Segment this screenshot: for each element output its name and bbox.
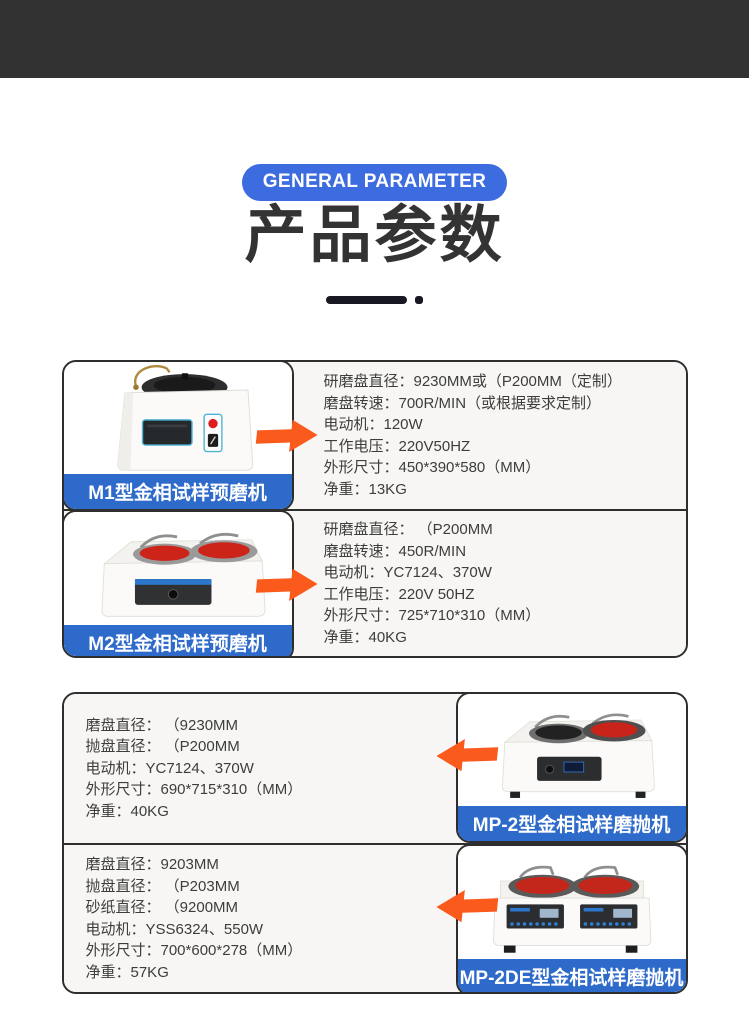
arrow-right-icon <box>255 568 318 602</box>
spec-line: 净重：57KG <box>85 963 169 981</box>
product-row-m2: M2型金相试样预磨机 研磨盘直径： （P200MM 磨盘转速：450R/MIN … <box>63 509 686 657</box>
arrow-left-icon <box>435 890 498 923</box>
m1-spec-list: 研磨盘直径：9230MM或（P200MM（定制） 磨盘转速：700R/MIN（或… <box>293 362 686 510</box>
spec-line: 抛盘直径： （P203MM <box>85 877 240 895</box>
m2-label: M2型金相试样预磨机 <box>63 625 292 657</box>
spec-line: 电动机：120W <box>323 416 423 434</box>
product-row-mp2de: 磨盘直径：9203MM 抛盘直径： （P203MM 砂纸直径： （9200MM … <box>63 843 686 993</box>
section-badge: GENERAL PARAMETER <box>241 164 508 201</box>
mp2-spec-list: 磨盘直径： （9230MM 抛盘直径： （P200MM 电动机：YC7124、3… <box>63 694 456 844</box>
spec-line: 电动机：YC7124、370W <box>85 759 254 777</box>
product-row-m1: M1型金相试样预磨机 研磨盘直径：9230MM或（P200MM（定制） 磨盘转速… <box>63 362 686 512</box>
spec-line: 抛盘直径： （P200MM <box>85 738 240 756</box>
spec-line: 工作电压：220V 50HZ <box>323 585 475 603</box>
arrow-right-icon <box>255 419 318 453</box>
spec-line: 研磨盘直径： （P200MM <box>323 520 493 538</box>
spec-line: 净重：13KG <box>323 480 407 498</box>
m1-image-cell: M1型金相试样预磨机 <box>63 362 294 512</box>
spec-line: 净重：40KG <box>323 628 407 646</box>
m1-machine-image <box>63 362 292 475</box>
spec-line: 研磨盘直径：9230MM或（P200MM（定制） <box>323 372 622 390</box>
mp2de-spec-list: 磨盘直径：9203MM 抛盘直径： （P203MM 砂纸直径： （9200MM … <box>63 845 456 993</box>
spec-line: 外形尺寸：725*710*310（MM） <box>323 607 541 625</box>
spec-line: 磨盘直径： （9230MM <box>85 716 239 734</box>
spec-line: 外形尺寸：450*390*580（MM） <box>323 459 541 477</box>
spec-line: 电动机：YSS6324、550W <box>85 920 264 938</box>
spec-line: 外形尺寸：700*600*278（MM） <box>85 942 303 960</box>
spec-line: 工作电压：220V50HZ <box>323 437 471 455</box>
product-row-mp2: 磨盘直径： （9230MM 抛盘直径： （P200MM 电动机：YC7124、3… <box>63 694 686 844</box>
m1-label: M1型金相试样预磨机 <box>63 474 292 510</box>
divider-dot-icon <box>415 296 423 305</box>
m2-image-cell: M2型金相试样预磨机 <box>63 510 294 657</box>
title-divider <box>0 296 749 305</box>
spec-line: 电动机：YC7124、370W <box>323 564 492 582</box>
page-title: 产品参数 <box>244 201 505 270</box>
top-banner <box>0 0 749 78</box>
divider-bar-icon <box>326 296 407 305</box>
spec-line: 砂纸直径： （9200MM <box>85 899 239 917</box>
spec-line: 外形尺寸：690*715*310（MM） <box>85 781 303 799</box>
m2-machine-image <box>63 512 292 626</box>
spec-line: 磨盘转速：450R/MIN <box>323 542 467 560</box>
mp2-label: MP-2型金相试样磨抛机 <box>457 806 686 842</box>
mp2de-label: MP-2DE型金相试样磨抛机 <box>457 959 686 993</box>
spec-line: 磨盘直径：9203MM <box>85 855 219 873</box>
spec-line: 磨盘转速：700R/MIN（或根据要求定制） <box>323 394 602 412</box>
spec-line: 净重：40KG <box>85 803 169 821</box>
arrow-left-icon <box>435 739 498 772</box>
pre-grinder-param-table: M1型金相试样预磨机 研磨盘直径：9230MM或（P200MM（定制） 磨盘转速… <box>61 360 688 659</box>
polisher-param-table: 磨盘直径： （9230MM 抛盘直径： （P200MM 电动机：YC7124、3… <box>61 692 688 995</box>
m2-spec-list: 研磨盘直径： （P200MM 磨盘转速：450R/MIN 电动机：YC7124、… <box>293 511 686 657</box>
section-badge-label: GENERAL PARAMETER <box>262 171 487 192</box>
